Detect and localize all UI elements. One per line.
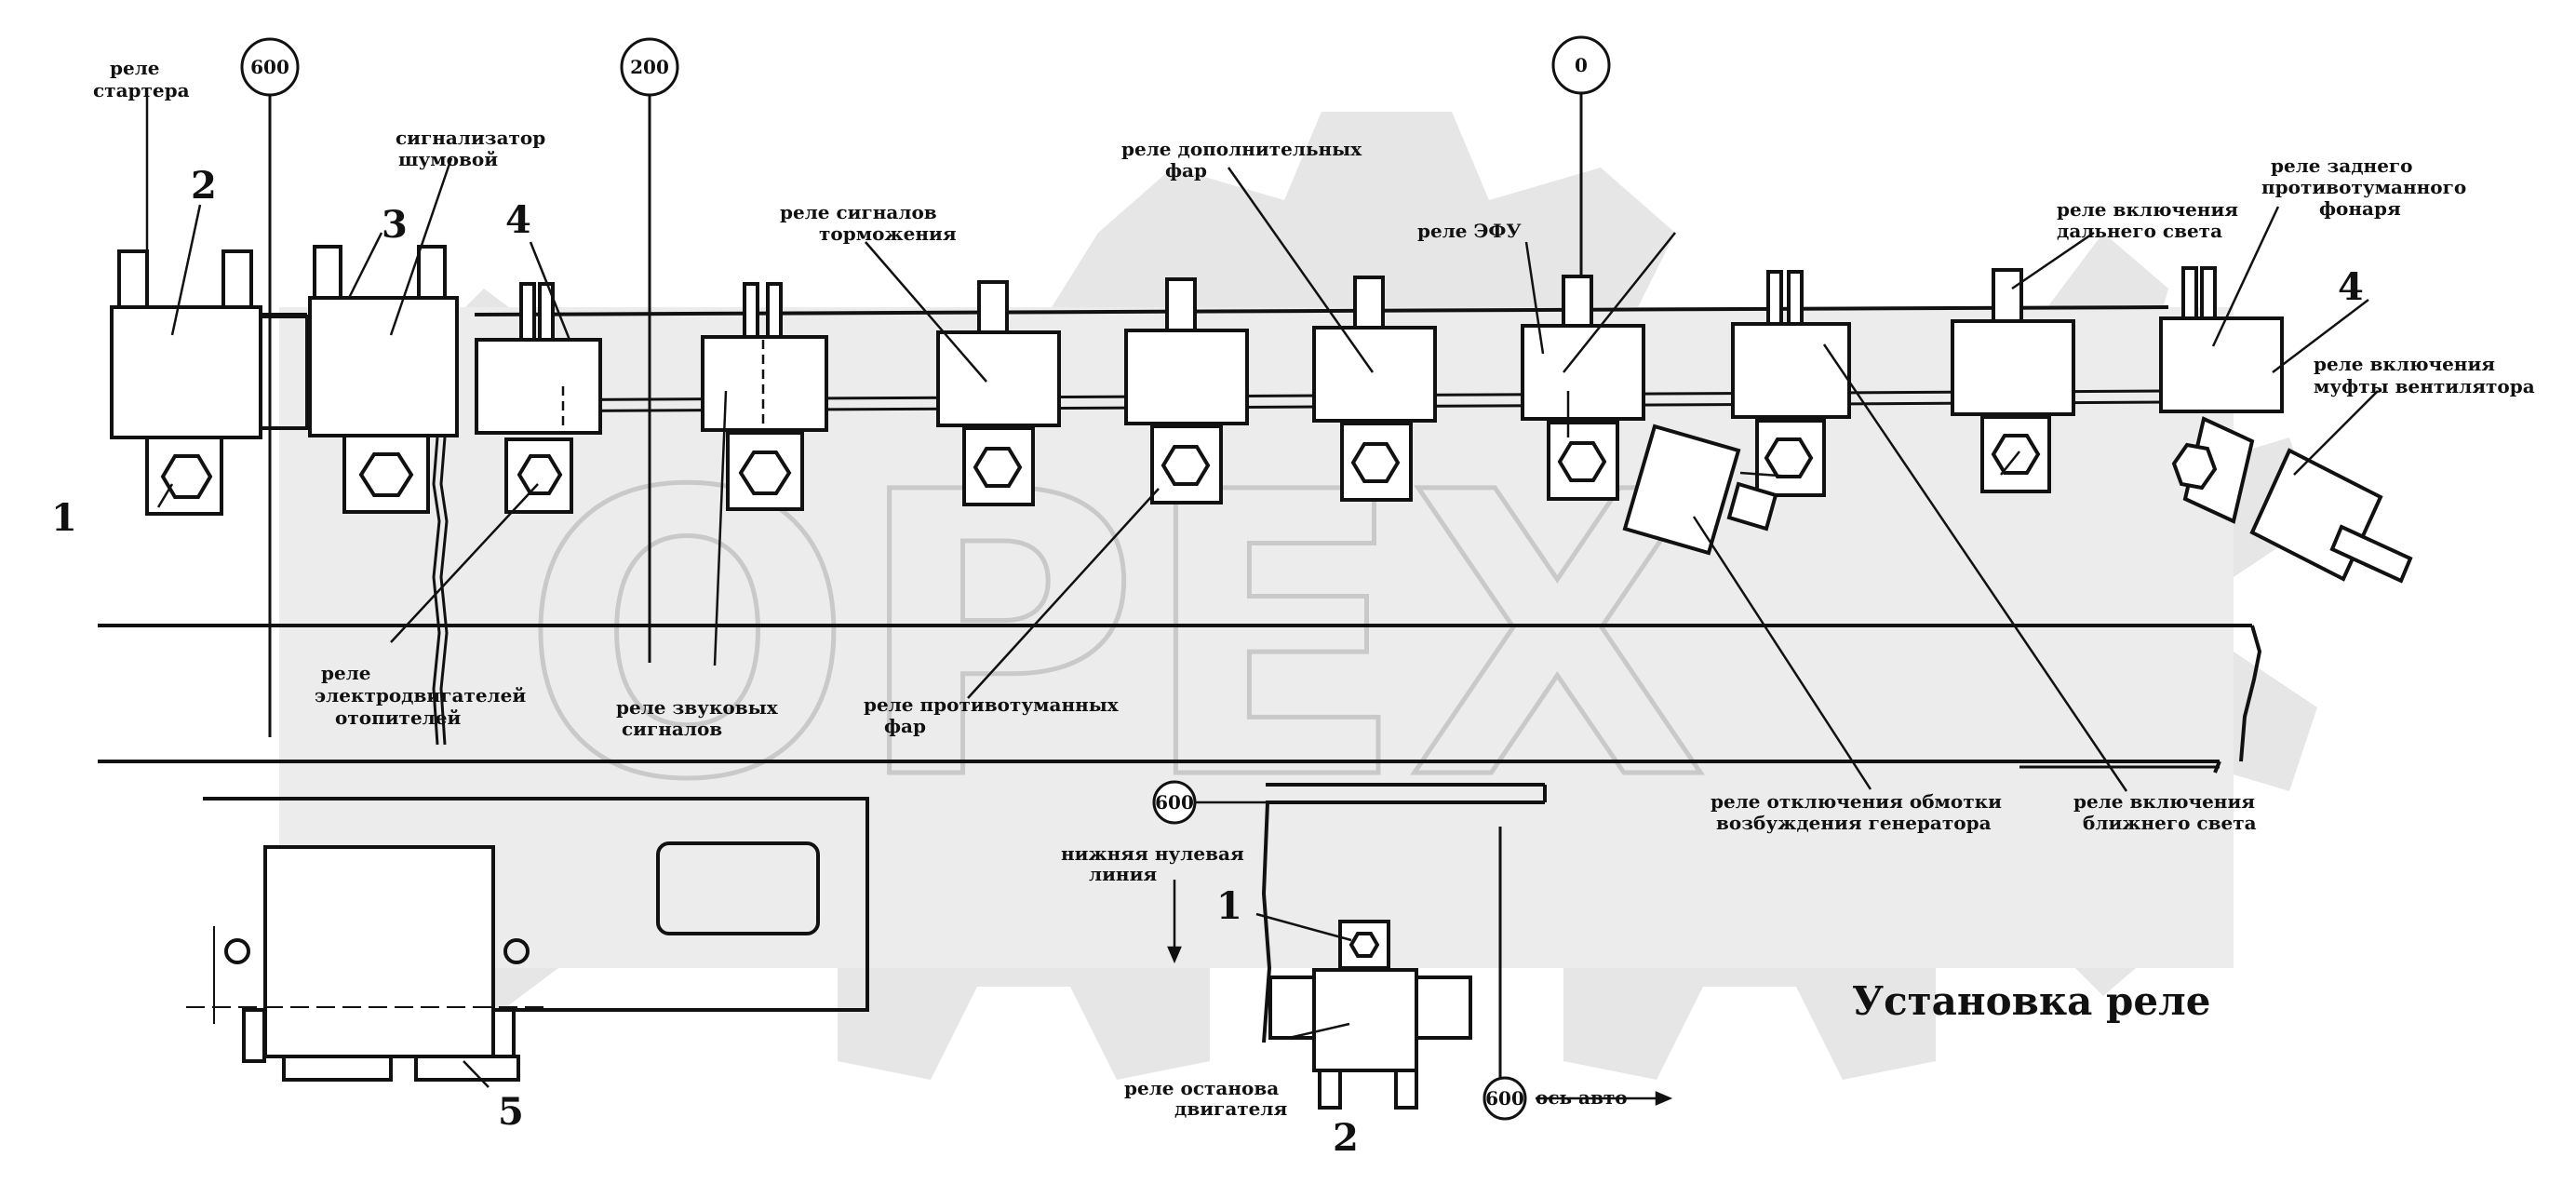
callout-4-right: 4 (2338, 265, 2364, 309)
label-engine-stop-1: реле останова (1124, 1077, 1279, 1099)
starter-relay (110, 249, 309, 516)
noise-signalizer-relay (308, 245, 459, 746)
label-engine-stop-2: двигателя (1174, 1097, 1287, 1120)
watermark-text: OPEX (521, 410, 1709, 866)
label-rear-fog-1: реле заднего (2271, 155, 2413, 177)
relay-row (475, 266, 2413, 584)
callout-3: 3 (382, 203, 408, 247)
callout-2-top: 2 (191, 164, 217, 208)
callout-4-left: 4 (505, 198, 531, 242)
label-heater-3: отопителей (335, 706, 461, 729)
label-high-beam-1: реле включения (2057, 198, 2238, 221)
callout-5: 5 (498, 1090, 524, 1134)
label-horn-1: реле звуковых (616, 696, 779, 719)
lower-left-chassis (186, 797, 869, 1082)
ref-600-top: 600 (250, 56, 289, 78)
label-high-beam-2: дальнего света (2057, 220, 2222, 242)
label-vehicle-axis: ось авто (1536, 1086, 1628, 1109)
label-brake-2: торможения (819, 222, 957, 245)
callout-2-bottom: 2 (1333, 1116, 1359, 1160)
callout-1-left: 1 (51, 496, 77, 540)
label-horn-2: сигналов (622, 718, 722, 740)
ref-600-mid: 600 (1155, 791, 1194, 814)
label-fan-clutch-2: муфты вентилятора (2314, 375, 2535, 397)
label-aux-headlamps-2: фар (1165, 159, 1207, 182)
label-starter-2: стартера (93, 79, 190, 101)
leader-lines (145, 97, 2379, 1106)
label-brake-1: реле сигналов (780, 201, 937, 223)
text-labels: реле стартера сигнализатор шумовой реле … (93, 57, 2535, 1120)
ref-600-bottom: 600 (1485, 1087, 1524, 1110)
label-fog-1: реле противотуманных (864, 693, 1120, 716)
engine-stop-relay-assembly (1261, 783, 1547, 1110)
label-zero-line-2: линия (1089, 863, 1157, 885)
label-field-winding-1: реле отключения обмотки (1711, 790, 2002, 813)
callout-1-bottom: 1 (1216, 884, 1242, 928)
label-starter-1: реле (110, 57, 160, 79)
label-fog-2: фар (884, 715, 926, 737)
label-signalizer-2: шумовой (398, 148, 498, 170)
reference-circles: 600 200 0 600 600 (240, 35, 1611, 1121)
drawing-title: Установка реле (1852, 978, 2210, 1024)
label-fan-clutch-1: реле включения (2314, 353, 2495, 375)
label-efu: реле ЭФУ (1417, 220, 1522, 242)
label-field-winding-2: возбуждения генератора (1716, 812, 1992, 834)
ref-0: 0 (1575, 54, 1588, 76)
label-signalizer-1: сигнализатор (396, 127, 545, 149)
label-low-beam-1: реле включения (2073, 790, 2255, 813)
label-low-beam-2: ближнего света (2083, 812, 2257, 834)
label-heater-1: реле (321, 662, 371, 684)
label-zero-line-1: нижняя нулевая (1061, 842, 1244, 865)
label-aux-headlamps-1: реле дополнительных (1121, 138, 1362, 160)
label-heater-2: электродвигателей (315, 684, 526, 706)
label-rear-fog-2: противотуманного (2261, 176, 2466, 198)
ref-200: 200 (630, 56, 669, 78)
callout-numbers: 1 2 3 4 4 5 1 2 (51, 164, 2364, 1160)
label-rear-fog-3: фонаря (2319, 197, 2401, 220)
